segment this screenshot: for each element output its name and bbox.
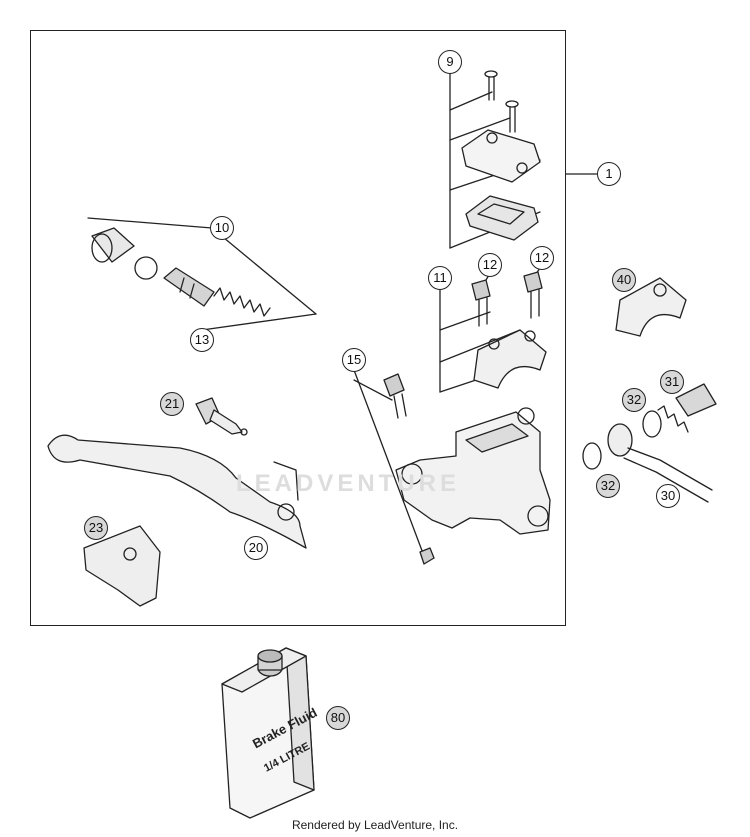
leader-line-10 [87,217,213,229]
callout-32b[interactable]: 32 [596,474,620,498]
piston [163,267,215,307]
brake-fluid-container [221,647,315,819]
watermark: LEADVENTURE [236,470,461,497]
spring [213,287,271,317]
clamp-40 [615,277,687,337]
callout-40[interactable]: 40 [612,268,636,292]
washer-32b [582,442,602,470]
callout-31[interactable]: 31 [660,370,684,394]
callout-21[interactable]: 21 [160,392,184,416]
callout-13[interactable]: 13 [190,328,214,352]
callout-12b[interactable]: 12 [530,246,554,270]
piston-cup [91,227,135,263]
callout-23[interactable]: 23 [84,516,108,540]
callout-20[interactable]: 20 [244,536,268,560]
callout-15[interactable]: 15 [342,348,366,372]
screw-9b [505,100,519,133]
clamp-11 [473,329,547,389]
bolt-15 [383,373,407,419]
callout-80[interactable]: 80 [326,706,350,730]
reservoir-cap [461,129,541,183]
nut-15 [419,547,435,565]
callout-12a[interactable]: 12 [478,253,502,277]
callout-32a[interactable]: 32 [622,388,646,412]
master-cylinder [395,407,551,535]
callout-9[interactable]: 9 [438,50,462,74]
callout-1[interactable]: 1 [597,162,621,186]
callout-10[interactable]: 10 [210,216,234,240]
bolt-12b [523,271,543,319]
footer-credit: Rendered by LeadVenture, Inc. [291,818,459,832]
diaphragm [465,195,539,241]
leader-line-15 [353,369,425,557]
callout-30[interactable]: 30 [656,484,680,508]
lever-cover [83,525,161,607]
adjuster-21 [195,397,248,436]
screw-9a [484,70,498,101]
assembly-frame [30,30,566,626]
brake-lever [47,434,307,549]
callout-11[interactable]: 11 [428,266,452,290]
bolt-12a [471,279,491,327]
banjo-bolt-31 [657,383,717,433]
circlip [134,256,158,280]
brake-hose [607,423,713,503]
washer-32a [642,410,662,438]
